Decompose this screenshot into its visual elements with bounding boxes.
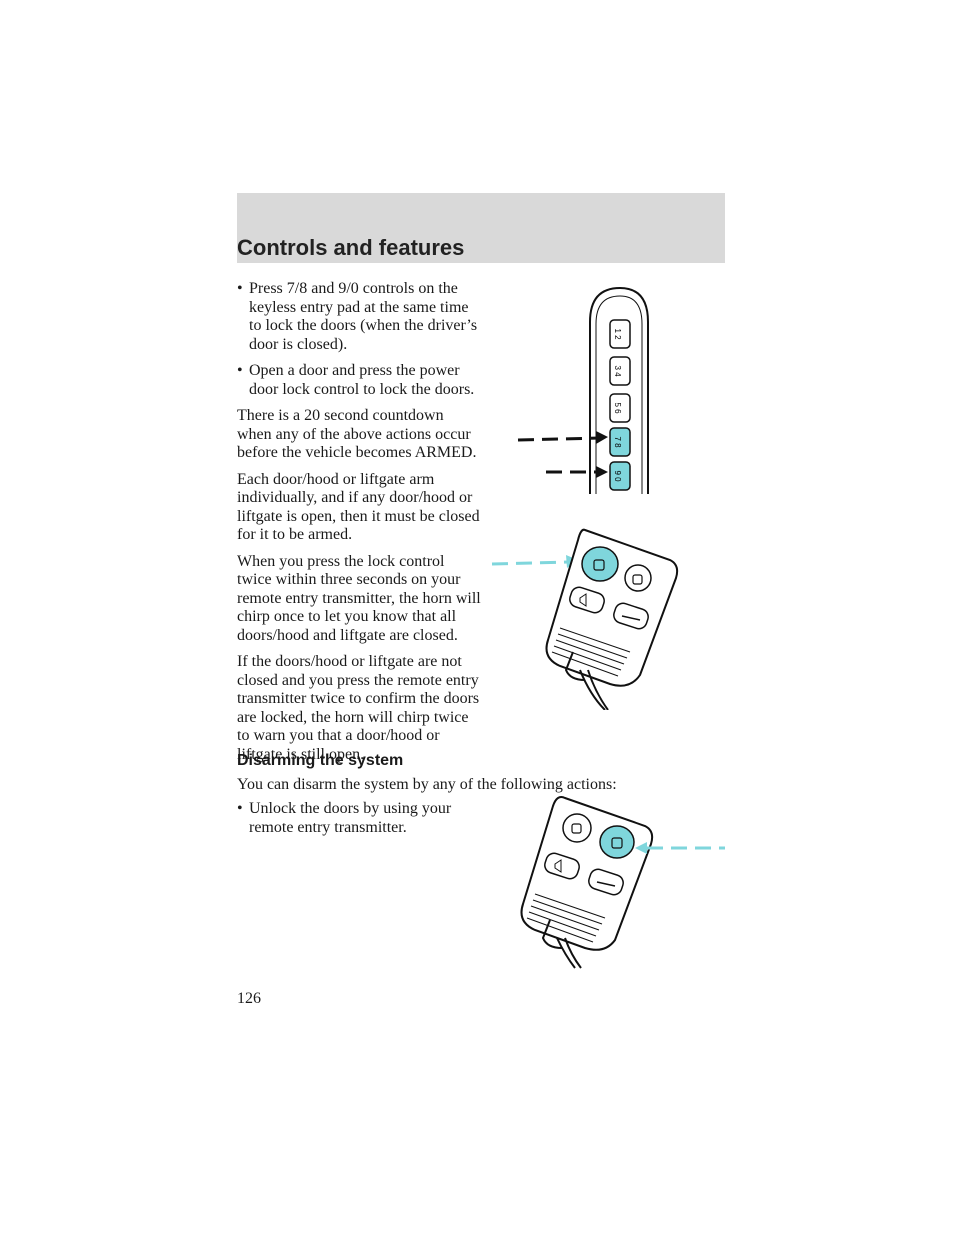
- arrow-dashed-line: [517, 436, 601, 442]
- section-heading: Disarming the system: [237, 752, 404, 769]
- remote-transmitter-unlock-figure: [520, 796, 725, 969]
- lock-icon: [593, 559, 605, 571]
- bullet-text: Open a door and press the power door loc…: [249, 362, 475, 398]
- bullet-text: Unlock the doors by using your remote en…: [249, 800, 452, 836]
- keypad-label: 9 0: [613, 470, 622, 482]
- paragraph: Each door/hood or liftgate arm individua…: [237, 470, 480, 544]
- panic-button: [569, 586, 605, 614]
- keyless-entry-keypad-figure: 1 2 3 4 5 6 7 8 9 0: [517, 286, 649, 494]
- arrow-head-icon: [635, 842, 647, 854]
- bullet-text: Press 7/8 and 9/0 controls on the keyles…: [249, 280, 478, 353]
- panic-button: [544, 852, 580, 880]
- chapter-title: Controls and features: [237, 235, 465, 260]
- bullet-dot: •: [237, 362, 243, 379]
- liftgate-icon: [621, 615, 641, 621]
- horn-icon: [579, 593, 587, 607]
- bullet-item: • Open a door and press the power door l…: [237, 362, 482, 399]
- remote-transmitter-lock-figure: [491, 528, 679, 710]
- grip-ridges: [526, 893, 606, 943]
- section-bullets: • Unlock the doors by using your remote …: [237, 800, 482, 845]
- unlock-icon: [632, 574, 643, 585]
- keypad-button-7-8: 7 8: [609, 427, 631, 457]
- page-number: 126: [237, 990, 261, 1007]
- liftgate-button: [613, 602, 649, 630]
- section-intro: You can disarm the system by any of the …: [237, 776, 617, 793]
- lock-button: [581, 546, 619, 582]
- chapter-header-bar: Controls and features: [237, 193, 725, 263]
- lock-icon: [571, 823, 582, 834]
- keypad-button-3-4: 3 4: [609, 356, 631, 386]
- bullet-dot: •: [237, 800, 243, 817]
- keypad-button-1-2: 1 2: [609, 319, 631, 349]
- left-text-column: • Press 7/8 and 9/0 controls on the keyl…: [237, 280, 482, 772]
- grip-ridges: [551, 627, 631, 677]
- arrow-head-icon: [596, 431, 608, 444]
- liftgate-icon: [596, 881, 616, 887]
- arrow-head-icon: [596, 466, 608, 478]
- bullet-item: • Press 7/8 and 9/0 controls on the keyl…: [237, 280, 482, 354]
- keypad-button-5-6: 5 6: [609, 393, 631, 423]
- keypad-label: 5 6: [613, 402, 622, 414]
- unlock-button: [599, 825, 635, 859]
- bullet-dot: •: [237, 280, 243, 297]
- horn-icon: [554, 859, 562, 873]
- liftgate-button: [588, 868, 624, 896]
- unlock-icon: [611, 837, 623, 849]
- keypad-label: 7 8: [613, 436, 622, 448]
- keypad-label: 1 2: [613, 328, 622, 340]
- lock-button: [562, 813, 592, 843]
- paragraph: When you press the lock control twice wi…: [237, 552, 481, 644]
- keypad-label: 3 4: [613, 365, 622, 377]
- keypad-button-9-0: 9 0: [609, 461, 631, 491]
- paragraph: If the doors/hood or liftgate are not cl…: [237, 653, 480, 763]
- unlock-button: [624, 564, 652, 592]
- bullet-item: • Unlock the doors by using your remote …: [237, 800, 482, 837]
- arrow-dashed-line: [491, 560, 569, 566]
- paragraph: There is a 20 second countdown when any …: [237, 407, 477, 461]
